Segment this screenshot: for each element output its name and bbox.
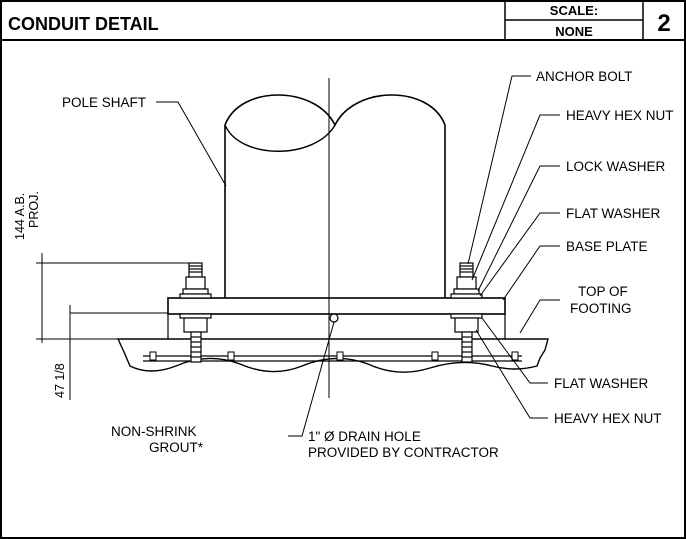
label-flat-washer-top: FLAT WASHER [566, 206, 661, 221]
dim-ab-proj-line1: 144 A.B. [13, 193, 27, 240]
drain-hole [329, 313, 339, 323]
label-drain-hole-2: PROVIDED BY CONTRACTOR [308, 445, 499, 460]
dimension-lines [36, 253, 189, 400]
label-flat-washer-bottom: FLAT WASHER [554, 376, 649, 391]
page-title: CONDUIT DETAIL [8, 14, 159, 34]
dim-ab-proj-line2: PROJ. [27, 191, 41, 228]
detail-number: 2 [657, 10, 670, 37]
label-grout-2: GROUT* [149, 440, 204, 455]
rebar-ties [149, 351, 519, 361]
label-heavy-hex-nut-top: HEAVY HEX NUT [566, 108, 674, 123]
leader-lines [156, 75, 560, 437]
pole-shaft [224, 94, 446, 298]
label-anchor-bolt: ANCHOR BOLT [536, 69, 633, 84]
anchor-bolt-left [179, 262, 212, 363]
label-grout-1: NON-SHRINK [111, 424, 197, 439]
label-heavy-hex-nut-bottom: HEAVY HEX NUT [554, 411, 662, 426]
label-pole-shaft: POLE SHAFT [62, 95, 146, 110]
label-drain-hole-1: 1" Ø DRAIN HOLE [308, 429, 421, 444]
grout-layer [167, 314, 506, 339]
anchor-bolt-right [450, 262, 483, 363]
label-base-plate: BASE PLATE [566, 239, 648, 254]
base-plate [167, 297, 506, 315]
dim-grout-depth: 47 1/8 [53, 363, 67, 398]
label-top-of-footing-2: FOOTING [570, 301, 632, 316]
label-lock-washer: LOCK WASHER [566, 159, 666, 174]
scale-value: NONE [555, 24, 593, 39]
label-top-of-footing-1: TOP OF [578, 284, 628, 299]
scale-label: SCALE: [550, 3, 598, 18]
